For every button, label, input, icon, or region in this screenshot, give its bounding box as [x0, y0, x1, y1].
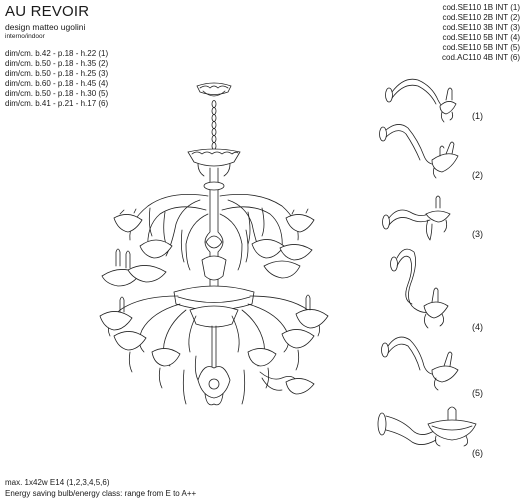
product-code: cod.AC110 4B INT (6)	[442, 53, 520, 63]
dimension-line: dim/cm. b.50 - p.18 - h.25 (3)	[5, 69, 109, 79]
variant-label: (4)	[472, 322, 483, 332]
product-codes-list: cod.SE110 1B INT (1) cod.SE110 2B INT (2…	[442, 3, 520, 64]
product-title: AU REVOIR	[5, 3, 90, 20]
wall-lamp-3	[382, 195, 451, 241]
dimension-line: dim/cm. b.50 - p.18 - h.35 (2)	[5, 59, 109, 69]
wall-lamp-1	[385, 78, 457, 123]
variant-label: (3)	[472, 229, 483, 239]
variant-label: (2)	[472, 170, 483, 180]
chandelier-drawing	[99, 82, 329, 406]
dimension-line: dim/cm. b.50 - p.18 - h.30 (5)	[5, 89, 109, 99]
product-code: cod.SE110 3B INT (3)	[442, 23, 520, 33]
wall-lamp-4	[390, 248, 449, 329]
product-code: cod.SE110 5B INT (5)	[442, 43, 520, 53]
wall-lamp-6	[377, 406, 477, 447]
product-code: cod.SE110 5B INT (4)	[442, 33, 520, 43]
variant-label: (1)	[472, 111, 483, 121]
wall-lamp-2	[379, 124, 459, 179]
designer-credit: design matteo ugolini	[5, 22, 86, 32]
dimensions-list: dim/cm. b.42 - p.18 - h.22 (1) dim/cm. b…	[5, 49, 108, 110]
product-code: cod.SE110 1B INT (1)	[442, 3, 520, 12]
footer-notes: max. 1x42w E14 (1,2,3,4,5,6) Energy savi…	[5, 477, 196, 499]
dimension-line: dim/cm. b.42 - p.18 - h.22 (1)	[5, 49, 109, 58]
variant-label: (6)	[472, 448, 483, 458]
dimension-line: dim/cm. b.60 - p.18 - h.45 (4)	[5, 79, 109, 89]
bulb-spec: max. 1x42w E14 (1,2,3,4,5,6)	[5, 478, 110, 487]
product-code: cod.SE110 2B INT (2)	[442, 13, 520, 23]
location-label: interno/indoor	[5, 33, 45, 40]
wall-lamp-5	[381, 336, 459, 391]
dimension-line: dim/cm. b.41 - p.21 - h.17 (6)	[5, 99, 109, 109]
energy-class: Energy saving bulb/energy class: range f…	[5, 489, 197, 498]
variant-label: (5)	[472, 388, 483, 398]
